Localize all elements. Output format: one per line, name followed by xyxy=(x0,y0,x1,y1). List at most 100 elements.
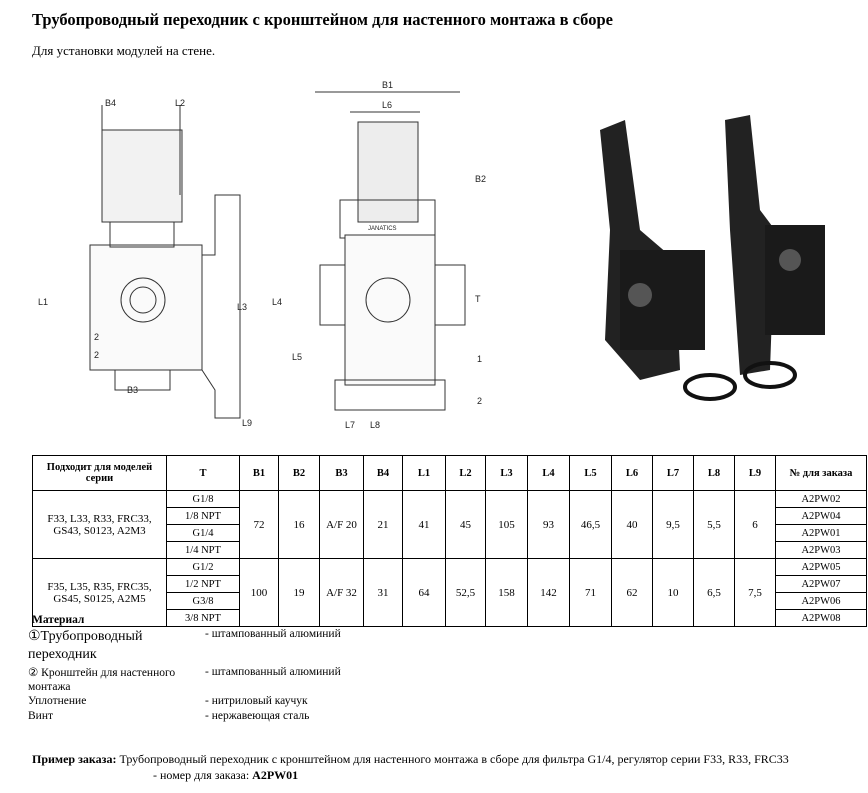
dimension-cell: 46,5 xyxy=(569,490,612,559)
thread-cell: 1/4 NPT xyxy=(166,541,240,559)
dimension-cell: 21 xyxy=(363,490,403,559)
dimension-cell: 45 xyxy=(445,490,486,559)
dimension-cell: 6 xyxy=(734,490,776,559)
dim-label: L4 xyxy=(272,297,282,307)
material-name: Винт xyxy=(28,710,54,722)
order-number-cell: A2PW01 xyxy=(775,524,867,542)
header-l3: L3 xyxy=(485,455,528,491)
order-example: Пример заказа: Трубопроводный переходник… xyxy=(32,752,852,767)
order-number-cell: A2PW06 xyxy=(775,592,867,610)
models-cell: F35, L35, R35, FRC35, GS45, S0125, A2M5 xyxy=(32,558,167,627)
header-b3: B3 xyxy=(319,455,364,491)
dimension-cell: 64 xyxy=(402,558,446,627)
header-b1: B1 xyxy=(239,455,279,491)
page-title: Трубопроводный переходник с кронштейном … xyxy=(32,10,613,29)
thread-cell: G1/8 xyxy=(166,490,240,508)
dimension-cell: 40 xyxy=(611,490,653,559)
dimension-cell: A/F 32 xyxy=(319,558,364,627)
models-cell: F33, L33, R33, FRC33, GS43, S0123, A2M3 xyxy=(32,490,167,559)
dim-label: L9 xyxy=(242,418,252,428)
dimension-cell: 142 xyxy=(527,558,570,627)
callout: 2 xyxy=(94,350,99,360)
dimensions-table: Подходит для моделей серии T B1 B2 B3 B4… xyxy=(32,455,867,627)
material-value: - нержавеющая сталь xyxy=(205,710,310,722)
dimension-cell: 16 xyxy=(278,490,320,559)
table-row: 1/4 NPT A2PW03 xyxy=(33,541,867,559)
header-l6: L6 xyxy=(611,455,653,491)
product-photo xyxy=(600,115,825,401)
thread-cell: G1/2 xyxy=(166,558,240,576)
header-b4: B4 xyxy=(363,455,403,491)
header-l5: L5 xyxy=(569,455,612,491)
dimension-cell: A/F 20 xyxy=(319,490,364,559)
order-number-cell: A2PW07 xyxy=(775,575,867,593)
front-view-drawing: B1 L6 B2 T L4 L5 L7 L8 1 2 JANATICS xyxy=(272,80,486,430)
callout: 1 xyxy=(477,354,482,364)
dim-label: L7 xyxy=(345,420,355,430)
header-l9: L9 xyxy=(734,455,776,491)
material-name: ①Трубопроводный переходник xyxy=(28,629,143,662)
header-t: T xyxy=(166,455,240,491)
order-number-cell: A2PW08 xyxy=(775,609,867,627)
dim-label: B1 xyxy=(382,80,393,90)
thread-cell: 3/8 NPT xyxy=(166,609,240,627)
material-value: - штампованный алюминий xyxy=(205,666,341,678)
header-l8: L8 xyxy=(693,455,735,491)
order-number-cell: A2PW02 xyxy=(775,490,867,508)
order-example-code: - номер для заказа: A2PW01 xyxy=(153,768,298,783)
dim-label: B3 xyxy=(127,385,138,395)
table-row: G1/4 A2PW01 xyxy=(33,524,867,542)
dimension-cell: 9,5 xyxy=(652,490,694,559)
page-subtitle: Для установки модулей на стене. xyxy=(32,43,216,58)
dim-label: L3 xyxy=(237,302,247,312)
dimension-cell: 158 xyxy=(485,558,528,627)
thread-cell: 1/2 NPT xyxy=(166,575,240,593)
header-l2: L2 xyxy=(445,455,486,491)
dimension-cell: 72 xyxy=(239,490,279,559)
order-number-cell: A2PW03 xyxy=(775,541,867,559)
order-code: A2PW01 xyxy=(252,768,299,782)
callout: 2 xyxy=(477,396,482,406)
header-l4: L4 xyxy=(527,455,570,491)
dimension-cell: 10 xyxy=(652,558,694,627)
dimension-cell: 19 xyxy=(278,558,320,627)
callout: 2 xyxy=(94,332,99,342)
header-l1: L1 xyxy=(402,455,446,491)
material-name: ② Кронштейн для настенного монтажа xyxy=(28,667,176,693)
order-number-cell: A2PW04 xyxy=(775,507,867,525)
order-number-cell: A2PW05 xyxy=(775,558,867,576)
dimension-cell: 52,5 xyxy=(445,558,486,627)
dimension-cell: 62 xyxy=(611,558,653,627)
brand-label: JANATICS xyxy=(368,226,397,232)
material-name: Уплотнение xyxy=(28,695,87,707)
dimension-cell: 105 xyxy=(485,490,528,559)
thread-cell: G1/4 xyxy=(166,524,240,542)
material-value: - нитриловый каучук xyxy=(205,695,308,707)
table-row: 3/8 NPT A2PW08 xyxy=(33,609,867,627)
material-value: - штампованный алюминий xyxy=(205,628,341,640)
dim-label: L6 xyxy=(382,100,392,110)
dimension-cell: 7,5 xyxy=(734,558,776,627)
dimension-cell: 93 xyxy=(527,490,570,559)
order-prefix: - номер для заказа: xyxy=(153,768,250,782)
example-label: Пример заказа: xyxy=(32,752,117,766)
header-order: № для заказа xyxy=(775,455,867,491)
dimension-cell: 41 xyxy=(402,490,446,559)
dimension-cell: 5,5 xyxy=(693,490,735,559)
dim-label: L5 xyxy=(292,352,302,362)
header-models: Подходит для моделей серии xyxy=(32,455,167,491)
header-l7: L7 xyxy=(652,455,694,491)
dim-label: L1 xyxy=(38,297,48,307)
example-text: Трубопроводный переходник с кронштейном … xyxy=(119,752,789,766)
thread-cell: G3/8 xyxy=(166,592,240,610)
dimension-cell: 6,5 xyxy=(693,558,735,627)
dimension-cell: 100 xyxy=(239,558,279,627)
dim-label: B2 xyxy=(475,174,486,184)
dim-label: T xyxy=(475,294,481,304)
dimension-cell: 71 xyxy=(569,558,612,627)
header-b2: B2 xyxy=(278,455,320,491)
